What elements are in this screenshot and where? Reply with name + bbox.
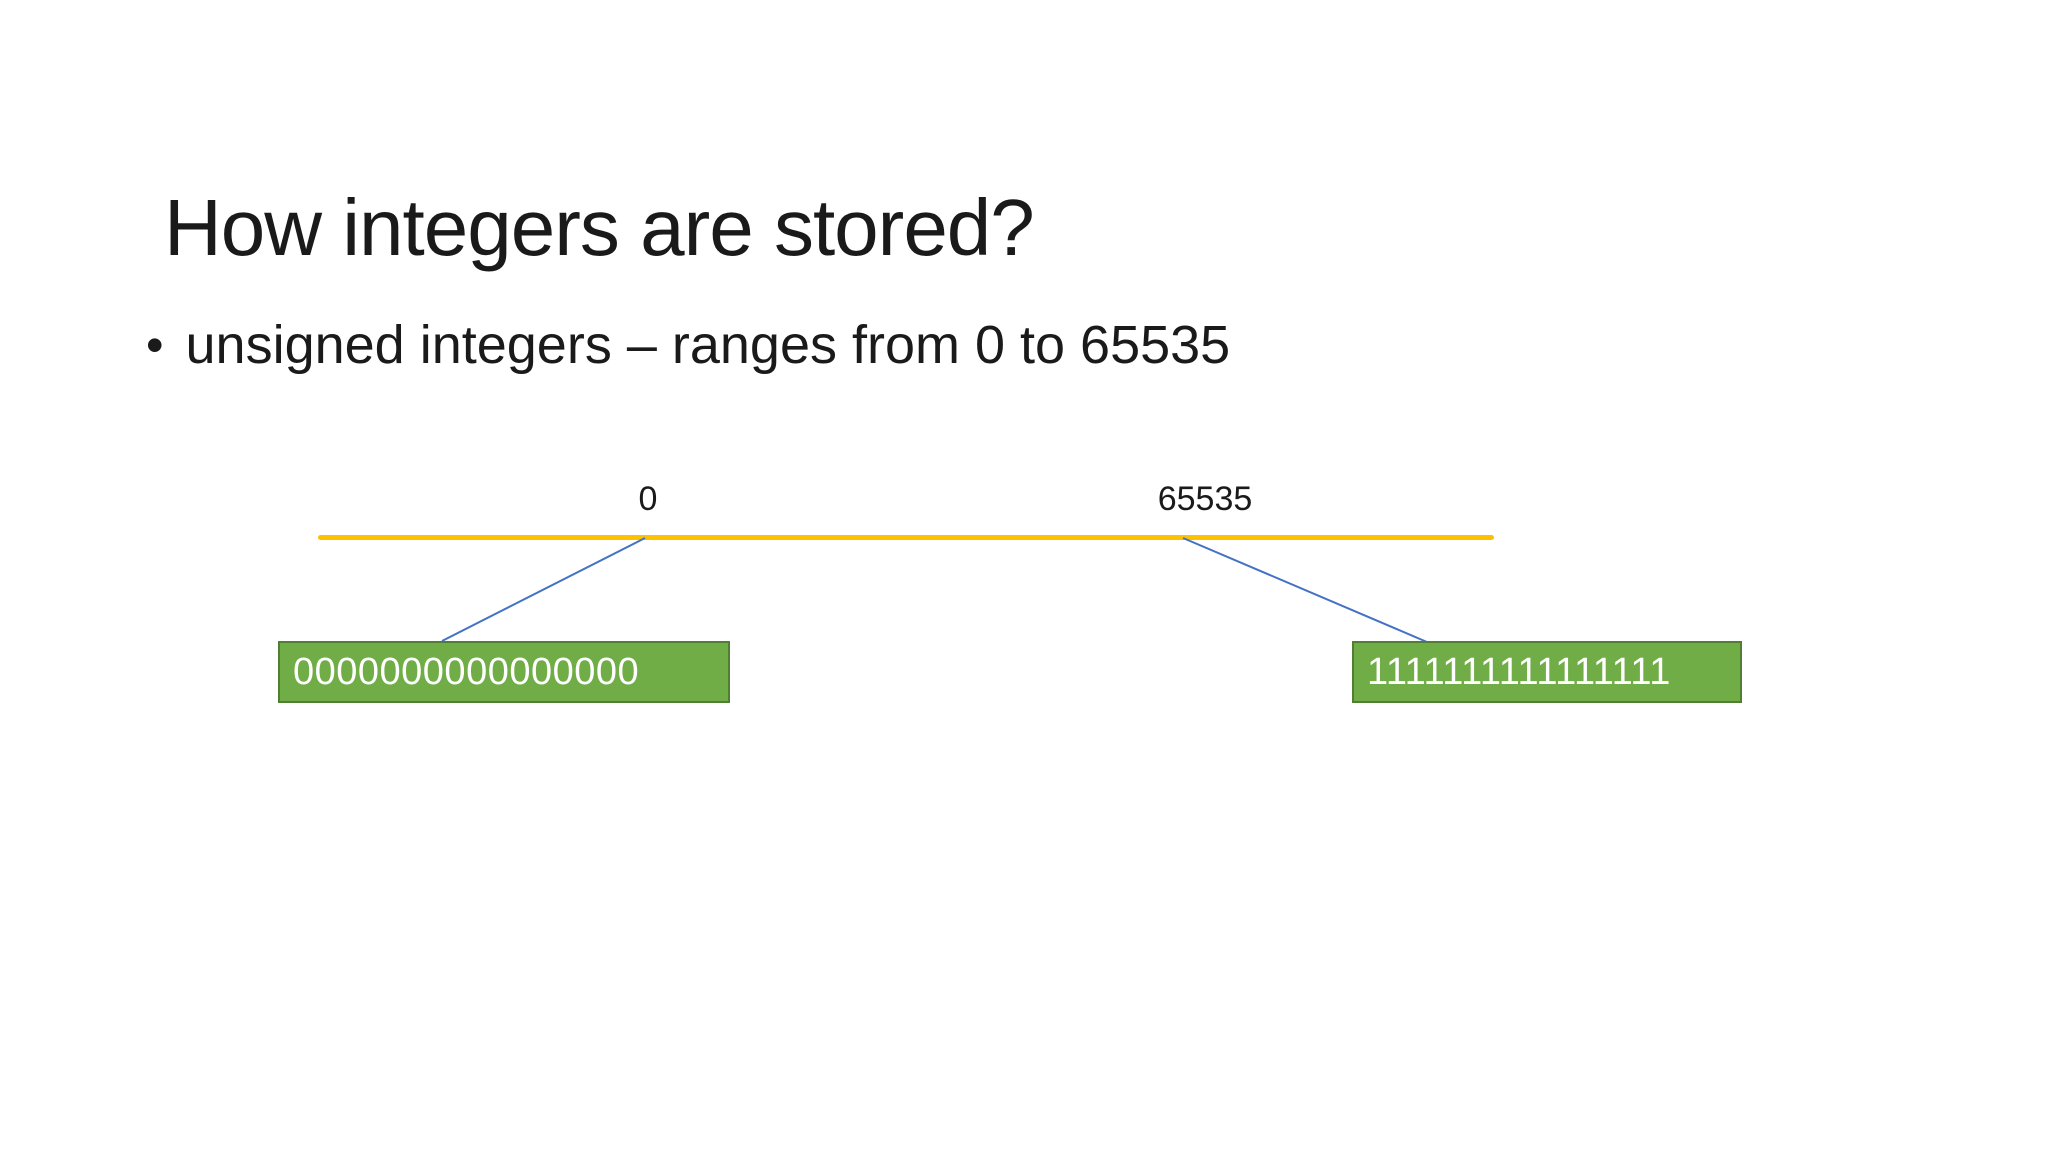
bullet-item: • unsigned integers – ranges from 0 to 6… xyxy=(146,312,1230,378)
binary-box-min-value: 0000000000000000 xyxy=(293,650,640,693)
binary-box-max-value: 1111111111111111 xyxy=(1367,650,1671,693)
binary-box-min: 0000000000000000 xyxy=(278,641,730,703)
bullet-marker: • xyxy=(146,317,164,373)
binary-box-max: 1111111111111111 xyxy=(1352,641,1742,703)
bullet-text: unsigned integers – ranges from 0 to 655… xyxy=(185,315,1231,375)
connector-line-max xyxy=(1182,537,1428,643)
connector-line-min xyxy=(441,537,646,642)
range-max-label: 65535 xyxy=(1157,480,1253,518)
number-range-line xyxy=(318,535,1494,540)
slide-title: How integers are stored? xyxy=(164,182,1035,272)
range-min-label: 0 xyxy=(638,480,658,518)
